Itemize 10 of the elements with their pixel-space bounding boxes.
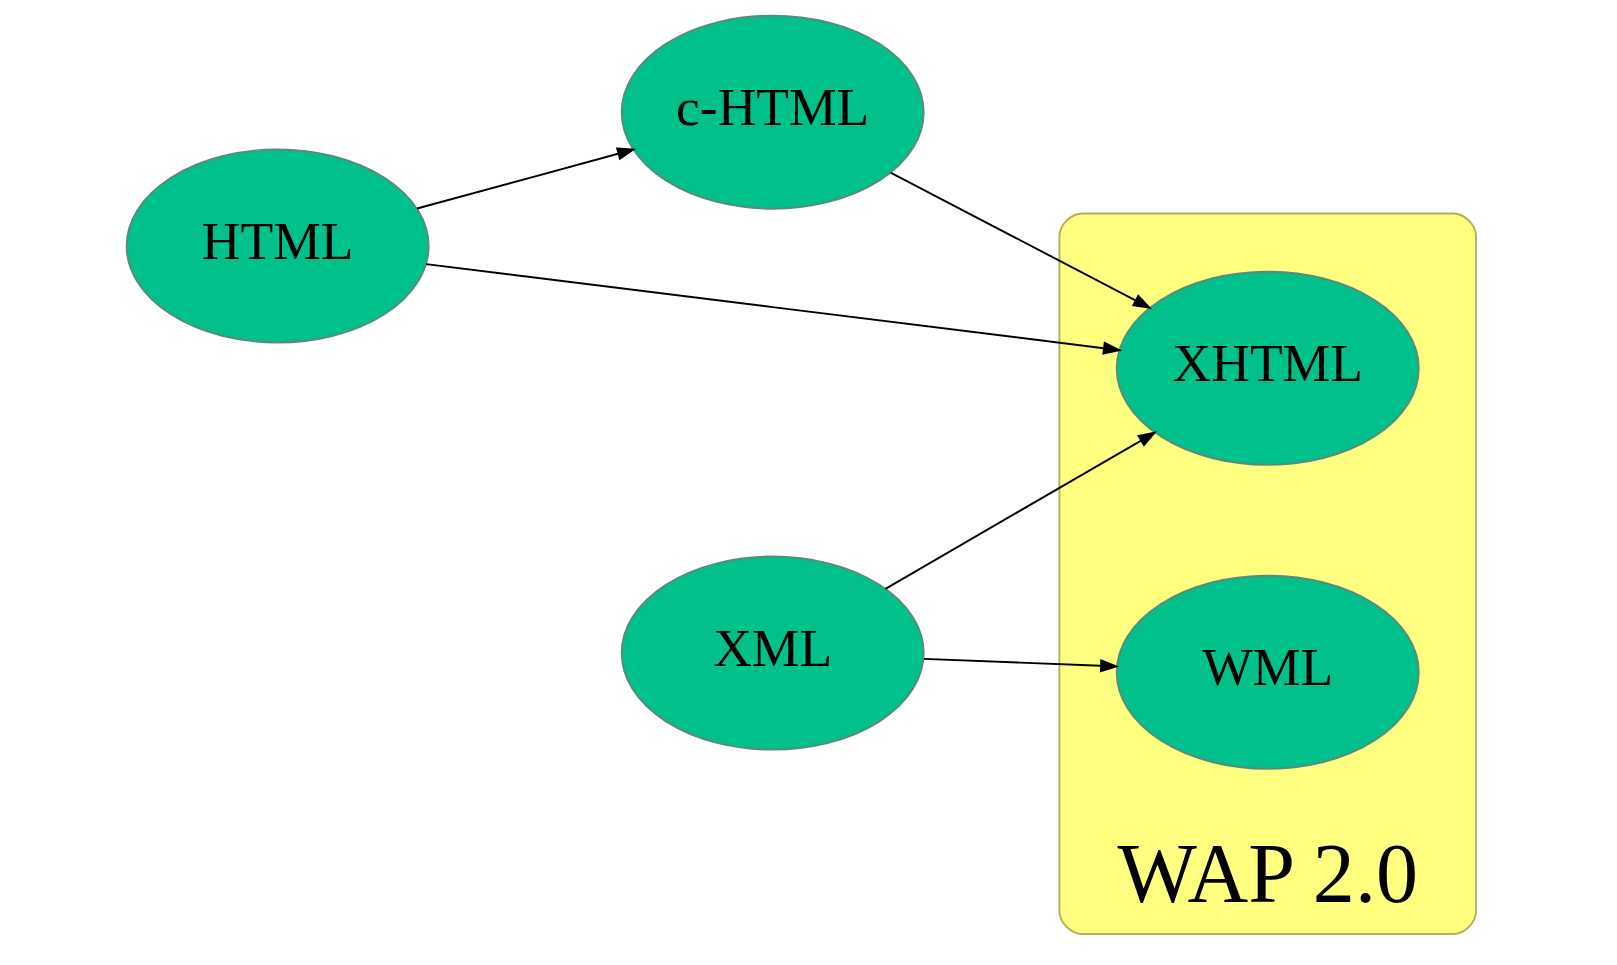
node-ellipse: c-HTML	[620, 14, 925, 210]
node-ellipse: XHTML	[1115, 270, 1420, 466]
arrow	[922, 657, 1119, 673]
node-ellipse: WML	[1115, 574, 1420, 770]
arrow	[889, 171, 1152, 309]
arrow	[415, 147, 636, 210]
arrow	[884, 431, 1157, 590]
node-ellipse: XML	[620, 555, 925, 751]
node-ellipse: HTML	[125, 148, 430, 344]
arrow	[424, 263, 1122, 355]
